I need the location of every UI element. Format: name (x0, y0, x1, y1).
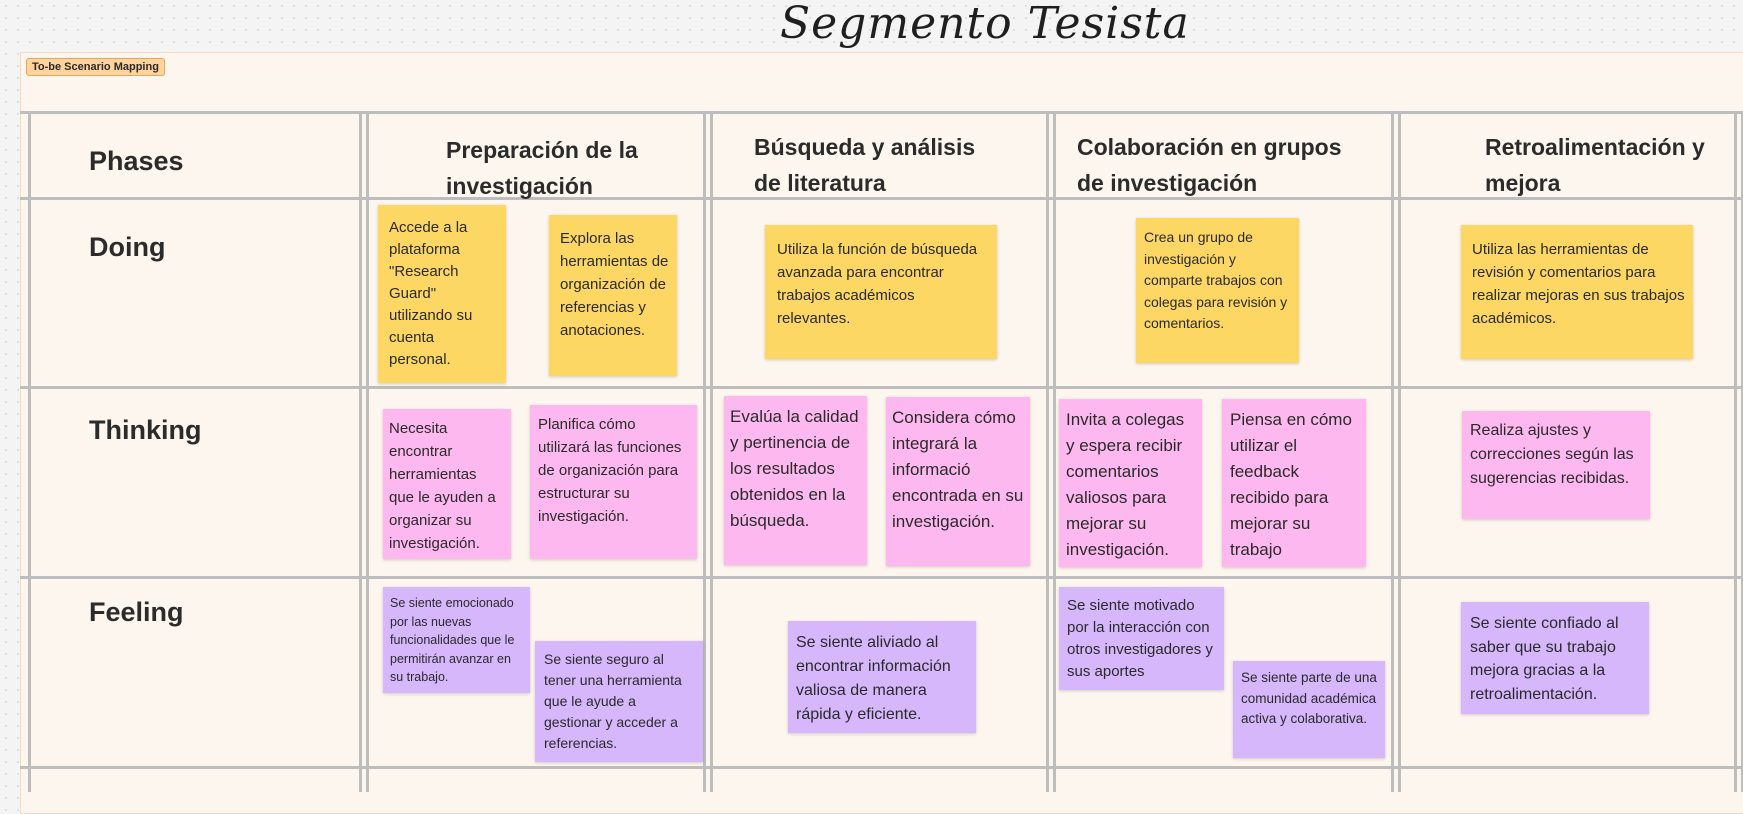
sticky-note[interactable]: Planifica cómo utilizará las funciones d… (530, 405, 697, 559)
sticky-note[interactable]: Se siente emocionado por las nuevas func… (383, 587, 530, 693)
sticky-note[interactable]: Se siente aliviado al encontrar informac… (788, 621, 976, 733)
grid-line-col-1b (366, 112, 369, 792)
sticky-note[interactable]: Se siente seguro al tener una herramient… (535, 641, 703, 762)
sticky-note[interactable]: Invita a colegas y espera recibir coment… (1059, 399, 1202, 567)
grid-line-top (20, 111, 1743, 114)
sticky-note[interactable]: Piensa en cómo utilizar el feedback reci… (1222, 399, 1366, 567)
grid-line-col-2a (703, 112, 706, 792)
sticky-note[interactable]: Considera cómo integrará la informació e… (886, 397, 1030, 566)
phases-header: Phases (89, 146, 184, 176)
sticky-note[interactable]: Utiliza las herramientas de revisión y c… (1461, 225, 1693, 359)
sticky-note[interactable]: Utiliza la función de búsqueda avanzada … (765, 225, 997, 359)
grid-line-feeling (20, 766, 1743, 769)
row-label-thinking: Thinking (89, 415, 202, 445)
board-title: Segmento Tesista (780, 0, 1190, 49)
grid-line-col-1a (359, 112, 362, 792)
row-label-feeling: Feeling (89, 597, 184, 627)
grid-line-col-2b (710, 112, 713, 792)
grid-line-header (20, 197, 1743, 200)
sticky-note[interactable]: Se siente parte de una comunidad académi… (1233, 661, 1385, 758)
grid-line-col-3b (1053, 112, 1056, 792)
column-header-preparacion: Preparación de la investigación (446, 137, 638, 199)
grid-line-left (28, 112, 31, 792)
sticky-note[interactable]: Accede a la plataforma "Research Guard" … (378, 205, 506, 383)
grid-line-col-5b (1741, 112, 1743, 792)
sticky-note[interactable]: Evalúa la calidad y pertinencia de los r… (724, 396, 867, 565)
grid-line-col-4a (1391, 112, 1394, 792)
column-header-busqueda: Búsqueda y análisis de literatura (754, 134, 976, 196)
sticky-note[interactable]: Realiza ajustes y correcciones según las… (1462, 411, 1650, 519)
sticky-note[interactable]: Se siente motivado por la interacción co… (1059, 587, 1224, 690)
grid-line-doing (20, 386, 1743, 389)
sticky-note[interactable]: Crea un grupo de investigación y compart… (1136, 218, 1299, 363)
grid-line-col-3a (1046, 112, 1049, 792)
grid-line-thinking (20, 576, 1743, 579)
row-label-doing: Doing (89, 232, 166, 262)
grid-line-col-5a (1734, 112, 1737, 792)
sticky-note[interactable]: Se siente confiado al saber que su traba… (1461, 602, 1649, 714)
sticky-note[interactable]: Necesita encontrar herramientas que le a… (383, 409, 511, 559)
column-header-retroalimentacion: Retroalimentación y mejora (1485, 134, 1705, 196)
grid-line-col-4b (1398, 112, 1401, 792)
frame-tag[interactable]: To-be Scenario Mapping (26, 58, 165, 76)
sticky-note[interactable]: Explora las herramientas de organización… (549, 215, 677, 376)
column-header-colaboracion: Colaboración en grupos de investigación (1077, 134, 1342, 196)
